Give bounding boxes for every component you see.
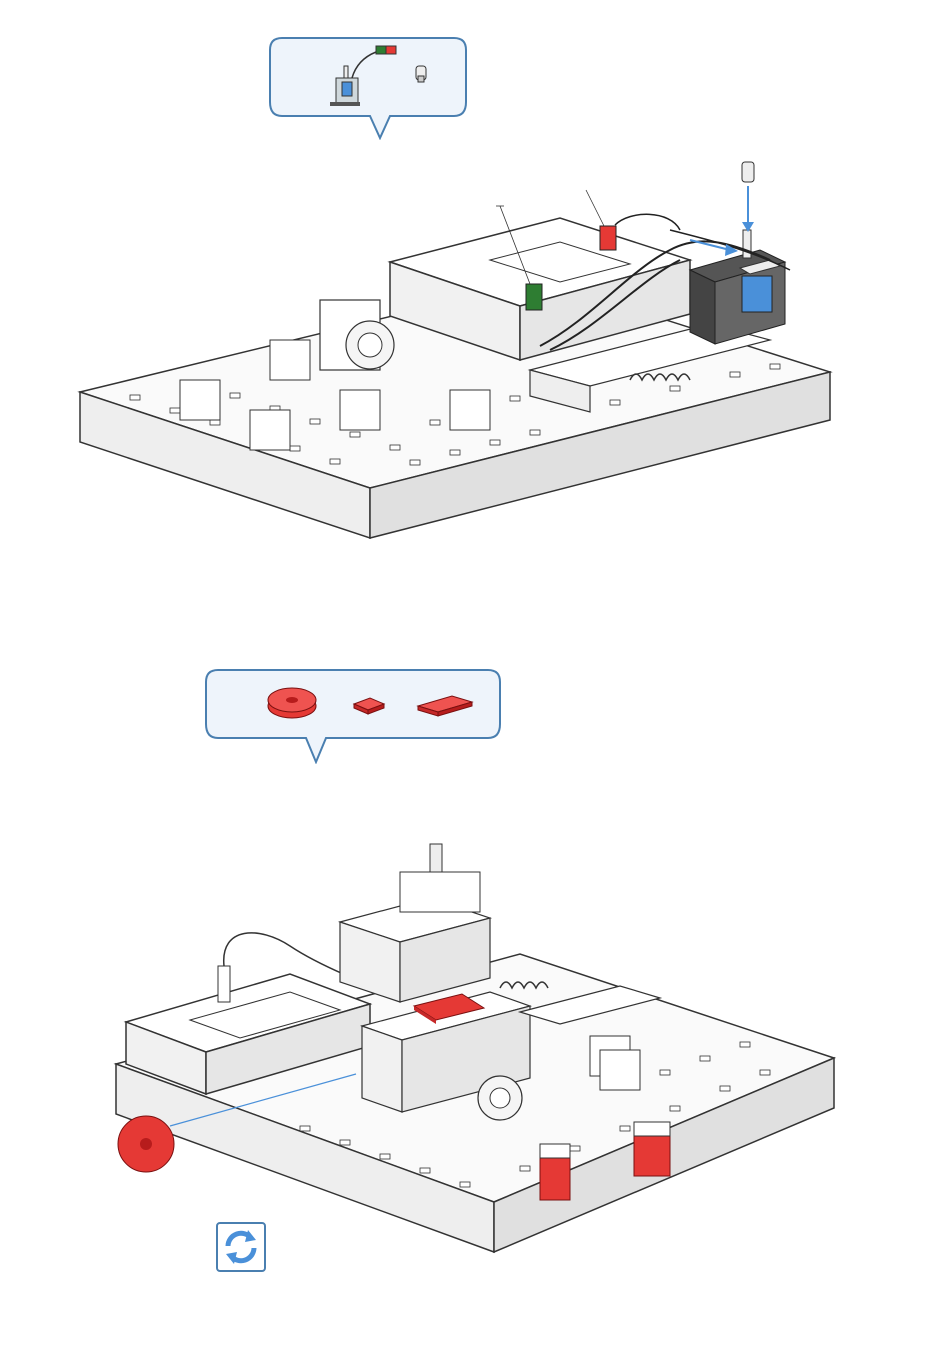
red-gear-part-icon [268,688,316,718]
nozzle-insert-arrow [742,162,754,232]
nozzle-part-icon [416,66,426,82]
step1-model-drawing [70,150,840,550]
compressor-tower [340,844,490,1002]
step2-parts-callout [204,668,502,764]
step1-parts-callout [268,36,468,140]
rotate-view-icon [218,1224,264,1270]
step2-model-drawing [100,826,840,1258]
rotate-view-button[interactable] [216,1222,266,1272]
